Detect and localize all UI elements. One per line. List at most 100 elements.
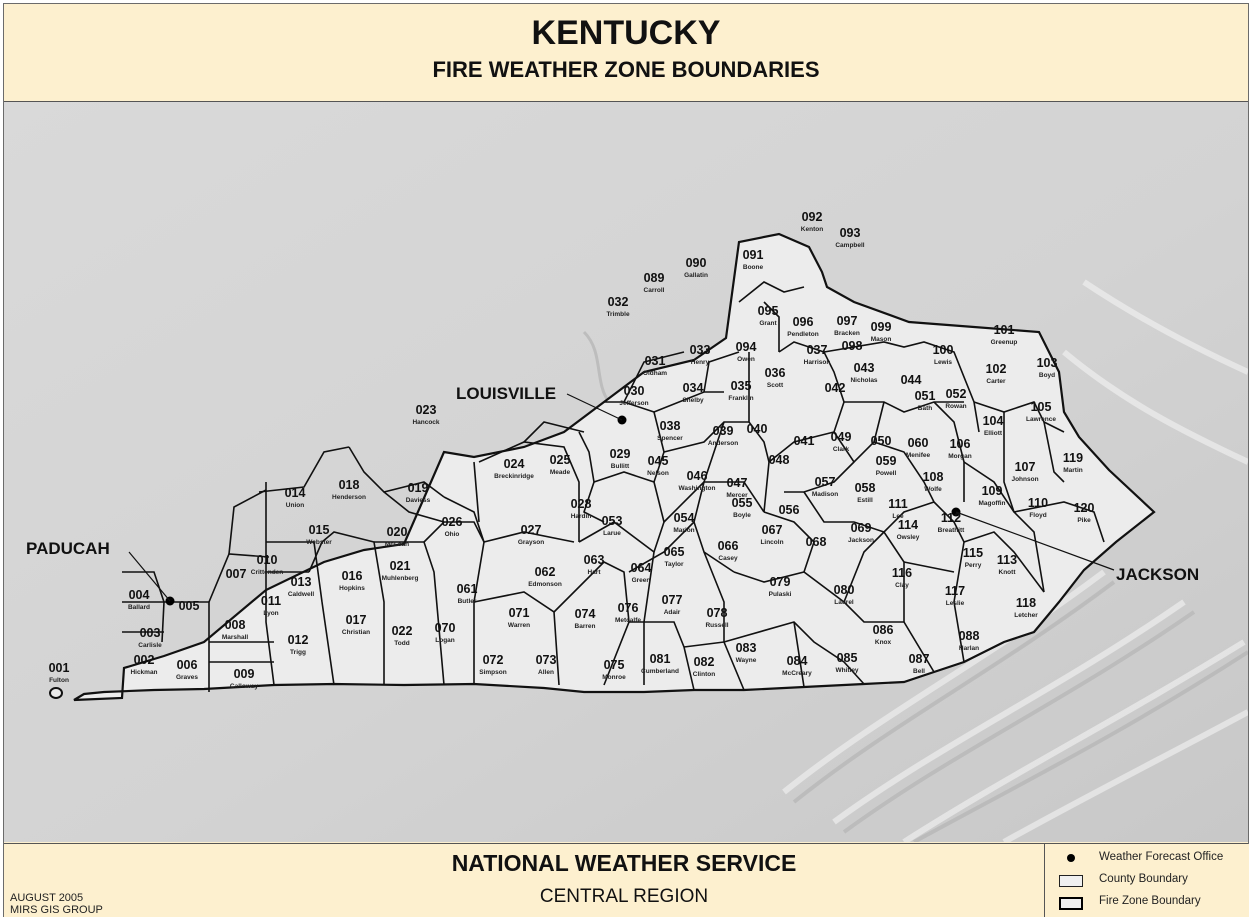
county-name-071: Warren bbox=[508, 622, 530, 629]
county-name-004: Ballard bbox=[128, 604, 150, 611]
county-name-118: Letcher bbox=[1014, 612, 1038, 619]
zone-number-031: 031 bbox=[645, 354, 666, 368]
county-name-018: Henderson bbox=[332, 494, 366, 501]
zone-number-042: 042 bbox=[825, 381, 846, 395]
legend-label: Weather Forecast Office bbox=[1099, 851, 1224, 863]
zone-number-007: 007 bbox=[226, 567, 247, 581]
county-name-067: Lincoln bbox=[760, 539, 783, 546]
county-name-054: Marion bbox=[673, 527, 694, 534]
county-name-024: Breckinridge bbox=[494, 473, 534, 480]
zone-number-005: 005 bbox=[179, 599, 200, 613]
zone-number-055: 055 bbox=[732, 496, 753, 510]
zone-number-051: 051 bbox=[915, 389, 936, 403]
county-name-107: Johnson bbox=[1011, 476, 1038, 483]
county-name-104: Elliott bbox=[984, 430, 1003, 437]
zone-number-056: 056 bbox=[779, 503, 800, 517]
county-name-020: McLean bbox=[385, 541, 409, 548]
county-name-013: Caldwell bbox=[288, 591, 315, 598]
zone-boundaries bbox=[122, 281, 1105, 692]
county-name-120: Pike bbox=[1077, 517, 1091, 524]
county-name-119: Martin bbox=[1063, 467, 1083, 474]
county-name-077: Adair bbox=[664, 609, 681, 616]
zone-number-069: 069 bbox=[851, 521, 872, 535]
county-name-047: Mercer bbox=[726, 492, 748, 499]
county-name-021: Muhlenberg bbox=[382, 575, 419, 582]
zone-number-057: 057 bbox=[815, 475, 836, 489]
county-name-037: Harrison bbox=[804, 359, 831, 366]
county-name-069: Jackson bbox=[848, 537, 874, 544]
county-name-076: Metcalfe bbox=[615, 617, 641, 624]
credit: AUGUST 2005 MIRS GIS GROUP bbox=[10, 892, 103, 916]
county-name-063: Hart bbox=[587, 569, 601, 576]
zone-number-045: 045 bbox=[648, 454, 669, 468]
county-name-058: Estill bbox=[857, 497, 873, 504]
county-name-064: Green bbox=[632, 577, 651, 584]
county-name-046: Washington bbox=[679, 485, 716, 492]
county-name-080: Laurel bbox=[834, 599, 854, 606]
zone-number-027: 027 bbox=[521, 523, 542, 537]
terrain-ridges bbox=[782, 279, 1248, 842]
county-name-028: Hardin bbox=[571, 513, 592, 520]
county-name-015: Webster bbox=[306, 539, 332, 546]
zone-number-064: 064 bbox=[631, 561, 652, 575]
county-name-057: Madison bbox=[812, 491, 838, 498]
county-name-079: Pulaski bbox=[769, 591, 792, 598]
zone-number-118: 118 bbox=[1016, 596, 1036, 610]
county-name-103: Boyd bbox=[1039, 372, 1055, 379]
zone-number-020: 020 bbox=[387, 525, 408, 539]
zone-number-032: 032 bbox=[608, 295, 629, 309]
zone-number-011: 011 bbox=[261, 594, 281, 608]
zone-number-047: 047 bbox=[727, 476, 748, 490]
county-name-038: Spencer bbox=[657, 435, 683, 442]
zone-number-088: 088 bbox=[959, 629, 980, 643]
zone-number-006: 006 bbox=[177, 658, 198, 672]
zone-number-028: 028 bbox=[571, 497, 592, 511]
county-name-094: Owen bbox=[737, 356, 755, 363]
county-name-006: Graves bbox=[176, 674, 198, 681]
county-name-003: Carlisle bbox=[138, 642, 162, 649]
zone-number-014: 014 bbox=[285, 486, 306, 500]
zone-number-022: 022 bbox=[392, 624, 413, 638]
county-name-101: Greenup bbox=[991, 339, 1018, 346]
county-name-082: Clinton bbox=[693, 671, 715, 678]
zone-number-077: 077 bbox=[662, 593, 683, 607]
zone-number-114: 114 bbox=[898, 518, 918, 532]
county-name-009: Calloway bbox=[230, 683, 259, 690]
zone-number-115: 115 bbox=[963, 546, 983, 560]
zone-number-086: 086 bbox=[873, 623, 894, 637]
zone-number-066: 066 bbox=[718, 539, 739, 553]
county-name-061: Butler bbox=[458, 598, 477, 605]
county-name-075: Monroe bbox=[602, 674, 626, 681]
zone-number-061: 061 bbox=[457, 582, 478, 596]
county-name-088: Harlan bbox=[959, 645, 979, 652]
zone-number-044: 044 bbox=[901, 373, 922, 387]
kentucky-map[interactable]: PADUCAH LOUISVILLE JACKSON 001Fulton002H… bbox=[4, 102, 1248, 842]
zone-number-075: 075 bbox=[604, 658, 625, 672]
zone-number-018: 018 bbox=[339, 478, 360, 492]
zone-number-095: 095 bbox=[758, 304, 779, 318]
map-header: KENTUCKY FIRE WEATHER ZONE BOUNDARIES bbox=[4, 4, 1248, 102]
zone-number-073: 073 bbox=[536, 653, 557, 667]
zone-number-035: 035 bbox=[731, 379, 752, 393]
county-name-066: Casey bbox=[718, 555, 738, 562]
legend-label: Fire Zone Boundary bbox=[1099, 895, 1201, 907]
county-name-096: Pendleton bbox=[787, 331, 818, 338]
zone-number-120: 120 bbox=[1074, 501, 1095, 515]
map-title: KENTUCKY bbox=[531, 14, 721, 52]
office-label-paducah: PADUCAH bbox=[26, 539, 110, 558]
zone-number-089: 089 bbox=[644, 271, 665, 285]
county-name-093: Campbell bbox=[835, 242, 864, 249]
county-name-052: Rowan bbox=[945, 403, 966, 410]
legend-label: County Boundary bbox=[1099, 873, 1188, 885]
office-label-louisville: LOUISVILLE bbox=[456, 384, 556, 403]
county-name-025: Meade bbox=[550, 469, 571, 476]
county-name-070: Logan bbox=[435, 637, 455, 644]
county-name-083: Wayne bbox=[736, 657, 757, 664]
zone-number-050: 050 bbox=[871, 434, 892, 448]
county-name-065: Taylor bbox=[664, 561, 683, 568]
zone-number-105: 105 bbox=[1031, 400, 1052, 414]
county-name-017: Christian bbox=[342, 629, 370, 636]
county-name-102: Carter bbox=[986, 378, 1006, 385]
zone-number-071: 071 bbox=[509, 606, 530, 620]
